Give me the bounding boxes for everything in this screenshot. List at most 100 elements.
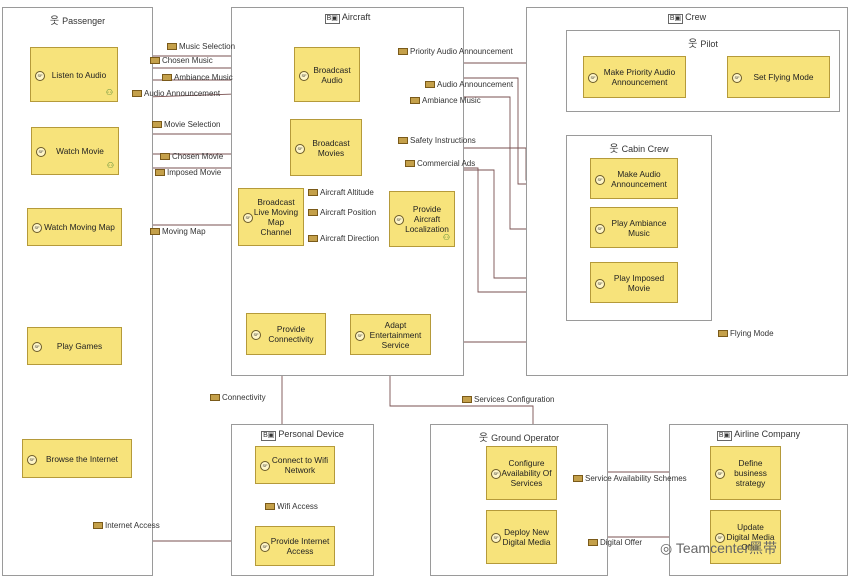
exchange-icon bbox=[308, 209, 318, 216]
function-provide-internet-access[interactable]: SF Provide Internet Access bbox=[255, 526, 335, 566]
exchange-label: Aircraft Altitude bbox=[308, 188, 374, 197]
function-make-audio-announcement[interactable]: SF Make Audio Announcement bbox=[590, 158, 678, 199]
function-icon: SF bbox=[491, 469, 501, 479]
function-deploy-media[interactable]: SF Deploy New Digital Media bbox=[486, 510, 557, 564]
exchange-label: Ambiance Music bbox=[410, 96, 481, 105]
function-icon: SF bbox=[715, 533, 725, 543]
function-broadcast-map[interactable]: SF Broadcast Live Moving Map Channel bbox=[238, 188, 304, 246]
function-label: Adapt Entertainment Service bbox=[369, 319, 422, 350]
exchange-icon bbox=[150, 57, 160, 64]
exchange-label: Wifi Access bbox=[265, 502, 318, 511]
function-broadcast-audio[interactable]: SF Broadcast Audio bbox=[294, 47, 360, 102]
function-icon: SF bbox=[715, 469, 725, 479]
function-icon: SF bbox=[295, 143, 305, 154]
lane-title-airline-company: Airline Company bbox=[734, 429, 801, 439]
decomposition-icon: ⚇ bbox=[442, 233, 450, 242]
function-icon: SF bbox=[32, 342, 42, 352]
function-configure-services[interactable]: SF Configure Availability Of Services bbox=[486, 446, 557, 500]
function-label: Watch Moving Map bbox=[44, 222, 115, 232]
lane-title-passenger: Passenger bbox=[62, 16, 106, 26]
exchange-icon bbox=[265, 503, 275, 510]
function-icon: SF bbox=[243, 213, 253, 223]
lane-title-ground-operator: Ground Operator bbox=[491, 433, 560, 443]
lane-title-pilot: Pilot bbox=[700, 39, 718, 49]
function-label: Make Audio Announcement bbox=[611, 168, 667, 189]
function-update-media[interactable]: SF Update Digital Media Offer bbox=[710, 510, 781, 564]
function-set-flying-mode[interactable]: SF Set Flying Mode bbox=[727, 56, 830, 98]
actor-icon: 웃 bbox=[609, 144, 619, 155]
logical-actor-icon: B▣ bbox=[324, 14, 340, 24]
wechat-icon: ◎ bbox=[660, 540, 676, 556]
function-play-imposed-movie[interactable]: SF Play Imposed Movie bbox=[590, 262, 678, 303]
exchange-icon bbox=[462, 396, 472, 403]
exchange-label: Safety Instructions bbox=[398, 136, 476, 145]
function-icon: SF bbox=[251, 330, 261, 340]
function-icon: SF bbox=[299, 70, 309, 81]
exchange-label: Connectivity bbox=[210, 393, 266, 402]
function-label: Play Imposed Movie bbox=[613, 272, 665, 293]
function-play-ambiance-music[interactable]: SF Play Ambiance Music bbox=[590, 207, 678, 248]
watermark: ◎ Teamcenter黑带 bbox=[660, 540, 778, 556]
exchange-icon bbox=[405, 160, 415, 167]
exchange-label: Chosen Movie bbox=[160, 152, 223, 161]
function-label: Broadcast Movies bbox=[312, 137, 350, 158]
actor-icon: 웃 bbox=[49, 16, 60, 27]
lane-title-aircraft: Aircraft bbox=[341, 12, 371, 22]
function-browse-internet[interactable]: SF Browse the Internet bbox=[22, 439, 132, 478]
exchange-label: Digital Offer bbox=[588, 538, 642, 547]
function-icon: SF bbox=[35, 70, 45, 81]
function-priority-audio-announcement[interactable]: SF Make Priority Audio Announcement bbox=[583, 56, 686, 98]
function-listen-to-audio[interactable]: SF Listen to Audio ⚇ bbox=[30, 47, 118, 102]
function-label: Broadcast Audio bbox=[313, 64, 351, 85]
function-broadcast-movies[interactable]: SF Broadcast Movies bbox=[290, 119, 362, 176]
function-label: Configure Availability Of Services bbox=[501, 458, 552, 488]
exchange-icon bbox=[210, 394, 220, 401]
function-define-strategy[interactable]: SF Define business strategy bbox=[710, 446, 781, 500]
exchange-icon bbox=[93, 522, 103, 529]
exchange-icon bbox=[162, 74, 172, 81]
exchange-label: Commercial Ads bbox=[405, 159, 475, 168]
decomposition-icon: ⚇ bbox=[106, 161, 114, 170]
function-label: Broadcast Live Moving Map Channel bbox=[253, 197, 299, 237]
exchange-icon bbox=[718, 330, 728, 337]
exchange-label: Movie Selection bbox=[152, 120, 220, 129]
function-adapt-entertainment[interactable]: SF Adapt Entertainment Service bbox=[350, 314, 431, 355]
exchange-icon bbox=[150, 228, 160, 235]
exchange-label: Moving Map bbox=[150, 227, 206, 236]
decomposition-icon: ⚇ bbox=[105, 88, 113, 97]
function-label: Play Games bbox=[56, 341, 103, 351]
function-icon: SF bbox=[491, 533, 501, 543]
function-icon: SF bbox=[595, 223, 605, 234]
actor-icon: 웃 bbox=[478, 433, 489, 444]
function-label: Play Ambiance Music bbox=[611, 217, 667, 238]
function-connect-wifi[interactable]: SF Connect to Wifi Network bbox=[255, 446, 335, 484]
exchange-label: Aircraft Direction bbox=[308, 234, 379, 243]
function-icon: SF bbox=[732, 73, 742, 83]
exchange-label: Music Selection bbox=[167, 42, 235, 51]
function-watch-moving-map[interactable]: SF Watch Moving Map bbox=[27, 208, 122, 246]
logical-actor-icon: B▣ bbox=[667, 14, 684, 24]
function-label: Provide Aircraft Localization bbox=[405, 204, 449, 234]
function-label: Set Flying Mode bbox=[753, 72, 814, 82]
function-provide-connectivity[interactable]: SF Provide Connectivity bbox=[246, 313, 326, 355]
logical-actor-icon: B▣ bbox=[261, 431, 277, 441]
function-label: Provide Internet Access bbox=[270, 536, 330, 556]
exchange-label: Chosen Music bbox=[150, 56, 213, 65]
exchange-icon bbox=[588, 539, 598, 546]
exchange-icon bbox=[410, 97, 420, 104]
exchange-icon bbox=[160, 153, 170, 160]
function-aircraft-localization[interactable]: SF Provide Aircraft Localization ⚇ bbox=[389, 191, 455, 247]
exchange-icon bbox=[155, 169, 165, 176]
exchange-label: Audio Announcement bbox=[425, 80, 513, 89]
function-play-games[interactable]: SF Play Games bbox=[27, 327, 122, 365]
exchange-label: Audio Announcement bbox=[132, 89, 220, 98]
function-icon: SF bbox=[394, 215, 404, 225]
lane-title-cabin-crew: Cabin Crew bbox=[621, 144, 669, 154]
lane-title-personal-device: Personal Device bbox=[278, 429, 344, 439]
function-watch-movie[interactable]: SF Watch Movie ⚇ bbox=[31, 127, 119, 175]
function-label: Watch Movie bbox=[56, 146, 104, 156]
exchange-icon bbox=[398, 137, 408, 144]
function-label: Make Priority Audio Announcement bbox=[603, 67, 676, 87]
function-icon: SF bbox=[260, 461, 270, 471]
